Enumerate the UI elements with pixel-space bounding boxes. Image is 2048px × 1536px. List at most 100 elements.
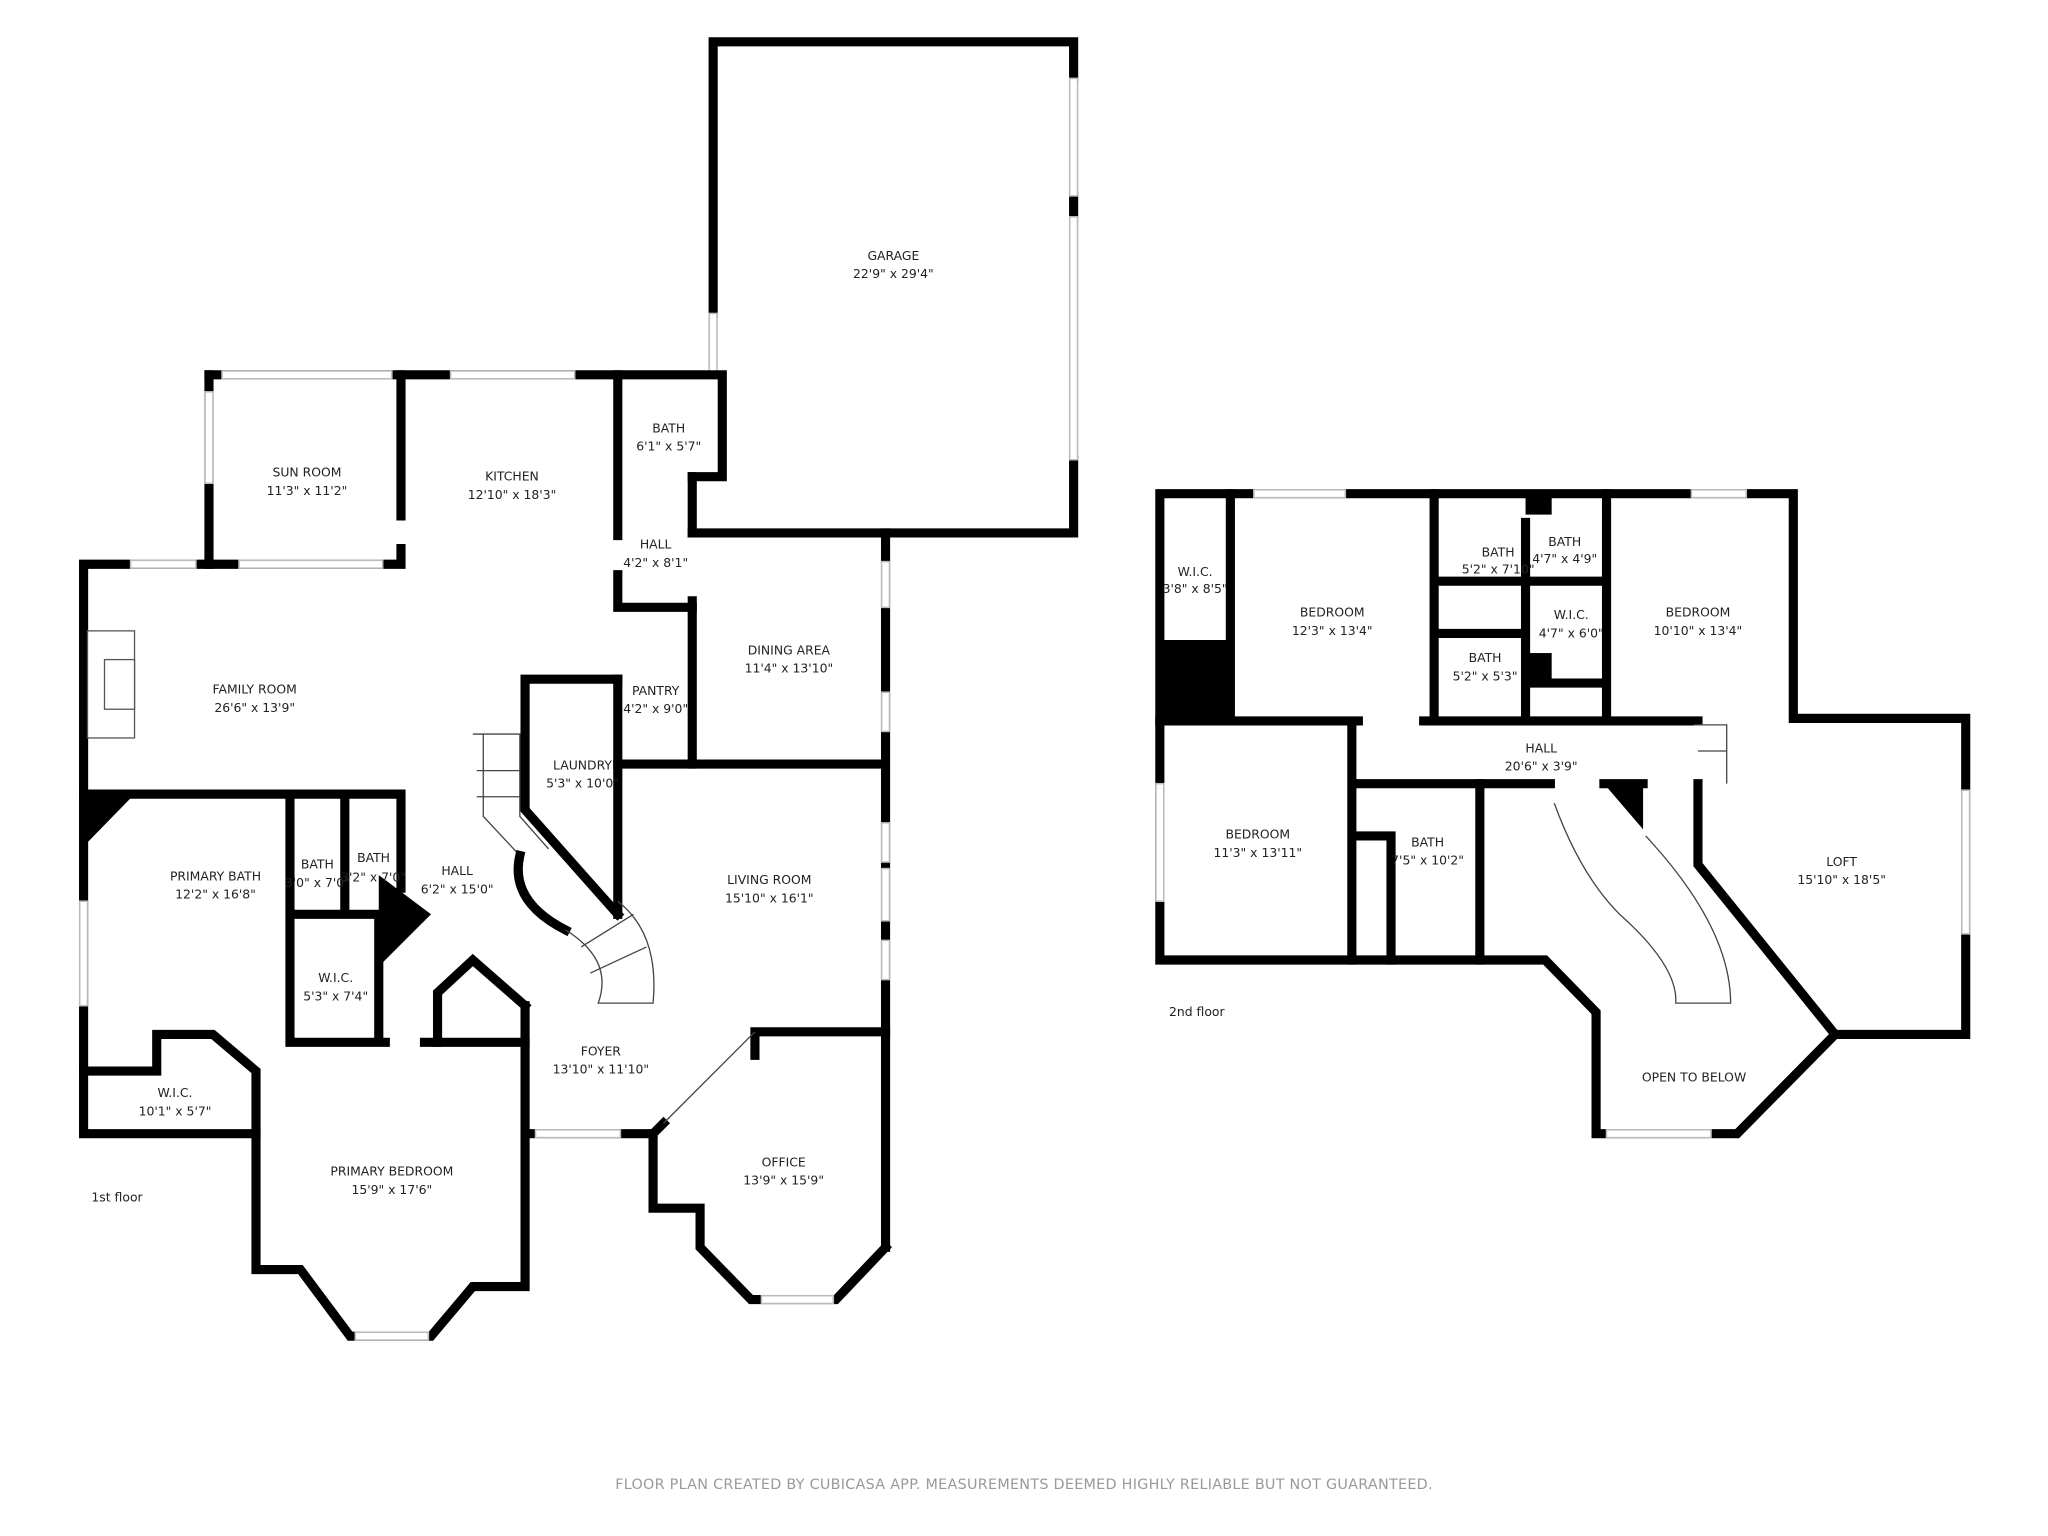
svg-text:15'9" x 17'6": 15'9" x 17'6" <box>351 1182 432 1197</box>
svg-text:PRIMARY BEDROOM: PRIMARY BEDROOM <box>330 1164 453 1179</box>
first-floor-labels: GARAGE 22'9" x 29'4" BATH 6'1" x 5'7" SUN … <box>91 248 933 1205</box>
svg-text:7'5" x 10'2": 7'5" x 10'2" <box>1391 853 1464 868</box>
room-garage: GARAGE 22'9" x 29'4" <box>853 248 934 281</box>
room-open-to-below: OPEN TO BELOW <box>1642 1069 1746 1084</box>
room-dining-area: DINING AREA 11'4" x 13'10" <box>745 642 834 675</box>
svg-text:11'4" x 13'10": 11'4" x 13'10" <box>745 661 834 676</box>
svg-text:BATH: BATH <box>1548 534 1581 549</box>
room-wic: W.I.C. 4'7" x 6'0" <box>1539 607 1604 640</box>
svg-text:BATH: BATH <box>1469 650 1502 665</box>
svg-text:BATH: BATH <box>357 850 390 865</box>
svg-text:LAUNDRY: LAUNDRY <box>553 757 612 772</box>
room-wic: W.I.C. 10'1" x 5'7" <box>139 1085 212 1118</box>
svg-text:LOFT: LOFT <box>1826 854 1857 869</box>
svg-text:22'9" x 29'4": 22'9" x 29'4" <box>853 266 934 281</box>
svg-text:3'0" x 7'0": 3'0" x 7'0" <box>285 875 350 890</box>
floor-label-2nd: 2nd floor <box>1169 1004 1226 1019</box>
svg-text:12'3" x 13'4": 12'3" x 13'4" <box>1292 623 1373 638</box>
svg-text:6'1" x 5'7": 6'1" x 5'7" <box>636 439 701 454</box>
svg-text:3'2" x 7'0": 3'2" x 7'0" <box>341 870 406 885</box>
svg-text:BEDROOM: BEDROOM <box>1225 827 1290 842</box>
svg-text:PRIMARY BATH: PRIMARY BATH <box>170 868 261 883</box>
svg-text:OPEN TO BELOW: OPEN TO BELOW <box>1642 1069 1746 1084</box>
svg-text:11'3" x 13'11": 11'3" x 13'11" <box>1213 845 1302 860</box>
footer-disclaimer: FLOOR PLAN CREATED BY CUBICASA APP. MEAS… <box>615 1477 1433 1493</box>
room-bath: BATH 5'2" x 7'10" <box>1462 544 1535 576</box>
svg-text:10'1" x 5'7": 10'1" x 5'7" <box>139 1103 212 1118</box>
svg-text:W.I.C.: W.I.C. <box>318 970 353 985</box>
room-bath: BATH 3'2" x 7'0" <box>341 850 406 885</box>
svg-text:5'3" x 7'4": 5'3" x 7'4" <box>303 988 368 1003</box>
room-hall: HALL 4'2" x 8'1" <box>623 537 688 570</box>
svg-text:LIVING ROOM: LIVING ROOM <box>727 872 811 887</box>
room-family-room: FAMILY ROOM 26'6" x 13'9" <box>212 682 296 715</box>
svg-text:5'2" x 7'10": 5'2" x 7'10" <box>1462 561 1535 576</box>
room-kitchen: KITCHEN 12'10" x 18'3" <box>468 469 557 502</box>
svg-text:4'2" x 9'0": 4'2" x 9'0" <box>623 701 688 716</box>
svg-text:15'10" x 16'1": 15'10" x 16'1" <box>725 891 814 906</box>
room-wic: W.I.C. 5'3" x 7'4" <box>303 970 368 1003</box>
svg-text:PANTRY: PANTRY <box>632 683 680 698</box>
svg-text:BEDROOM: BEDROOM <box>1666 604 1731 619</box>
room-bath: BATH 4'7" x 4'9" <box>1532 534 1597 566</box>
room-hall: HALL 20'6" x 3'9" <box>1505 740 1578 773</box>
svg-text:5'2" x 5'3": 5'2" x 5'3" <box>1453 668 1518 683</box>
svg-text:BATH: BATH <box>301 857 334 872</box>
svg-text:SUN ROOM: SUN ROOM <box>272 465 341 480</box>
svg-text:W.I.C.: W.I.C. <box>1178 564 1213 579</box>
svg-text:20'6" x 3'9": 20'6" x 3'9" <box>1505 759 1578 774</box>
svg-text:13'9" x 15'9": 13'9" x 15'9" <box>743 1173 824 1188</box>
room-sun-room: SUN ROOM 11'3" x 11'2" <box>267 465 348 498</box>
svg-text:6'2" x 15'0": 6'2" x 15'0" <box>421 881 494 896</box>
room-bedroom: BEDROOM 10'10" x 13'4" <box>1654 604 1743 637</box>
svg-text:10'10" x 13'4": 10'10" x 13'4" <box>1654 623 1743 638</box>
svg-text:BATH: BATH <box>652 420 685 435</box>
svg-text:KITCHEN: KITCHEN <box>485 469 539 484</box>
svg-text:BATH: BATH <box>1411 834 1444 849</box>
room-hall: HALL 6'2" x 15'0" <box>421 863 494 896</box>
room-bath: BATH 6'1" x 5'7" <box>636 420 701 453</box>
svg-text:FAMILY ROOM: FAMILY ROOM <box>212 682 296 697</box>
svg-text:W.I.C.: W.I.C. <box>158 1085 193 1100</box>
room-bedroom: BEDROOM 12'3" x 13'4" <box>1292 604 1373 637</box>
room-bath: BATH 3'0" x 7'0" <box>285 857 350 890</box>
svg-text:HALL: HALL <box>1525 740 1557 755</box>
svg-text:15'10" x 18'5": 15'10" x 18'5" <box>1797 872 1886 887</box>
svg-text:12'2" x 16'8": 12'2" x 16'8" <box>175 887 256 902</box>
room-bath: BATH 7'5" x 10'2" <box>1391 834 1464 867</box>
svg-text:11'3" x 11'2": 11'3" x 11'2" <box>267 483 348 498</box>
svg-text:DINING AREA: DINING AREA <box>748 642 831 657</box>
svg-text:BATH: BATH <box>1482 544 1515 559</box>
first-floor-walls <box>78 37 1079 1341</box>
svg-text:BEDROOM: BEDROOM <box>1300 604 1365 619</box>
svg-text:12'10" x 18'3": 12'10" x 18'3" <box>468 487 557 502</box>
svg-text:5'3" x 10'0": 5'3" x 10'0" <box>546 776 619 791</box>
room-primary-bedroom: PRIMARY BEDROOM 15'9" x 17'6" <box>330 1164 453 1197</box>
room-bath: BATH 5'2" x 5'3" <box>1453 650 1518 683</box>
svg-text:FOYER: FOYER <box>581 1043 622 1058</box>
svg-text:W.I.C.: W.I.C. <box>1554 607 1589 622</box>
svg-text:4'7" x 6'0": 4'7" x 6'0" <box>1539 625 1604 640</box>
svg-text:OFFICE: OFFICE <box>762 1154 806 1169</box>
second-floor-labels: W.I.C. 3'8" x 8'5" BEDROOM 12'3" x 13'4" B… <box>1163 534 1886 1085</box>
room-primary-bath: PRIMARY BATH 12'2" x 16'8" <box>170 868 261 901</box>
svg-text:HALL: HALL <box>640 537 672 552</box>
room-office: OFFICE 13'9" x 15'9" <box>743 1154 824 1187</box>
second-floor-walls <box>1155 489 1971 1139</box>
svg-text:13'10" x 11'10": 13'10" x 11'10" <box>553 1062 650 1077</box>
room-wic: W.I.C. 3'8" x 8'5" <box>1163 564 1228 596</box>
floor-label-1st: 1st floor <box>91 1190 143 1205</box>
room-laundry: LAUNDRY 5'3" x 10'0" <box>546 757 619 790</box>
room-bedroom: BEDROOM 11'3" x 13'11" <box>1213 827 1302 860</box>
svg-text:4'2" x 8'1": 4'2" x 8'1" <box>623 555 688 570</box>
svg-text:GARAGE: GARAGE <box>867 248 919 263</box>
svg-text:26'6" x 13'9": 26'6" x 13'9" <box>214 700 295 715</box>
room-pantry: PANTRY 4'2" x 9'0" <box>623 683 688 716</box>
room-living-room: LIVING ROOM 15'10" x 16'1" <box>725 872 814 905</box>
room-loft: LOFT 15'10" x 18'5" <box>1797 854 1886 887</box>
room-foyer: FOYER 13'10" x 11'10" <box>553 1043 650 1076</box>
svg-text:4'7" x 4'9": 4'7" x 4'9" <box>1532 551 1597 566</box>
svg-text:HALL: HALL <box>441 863 473 878</box>
svg-text:3'8" x 8'5": 3'8" x 8'5" <box>1163 581 1228 596</box>
